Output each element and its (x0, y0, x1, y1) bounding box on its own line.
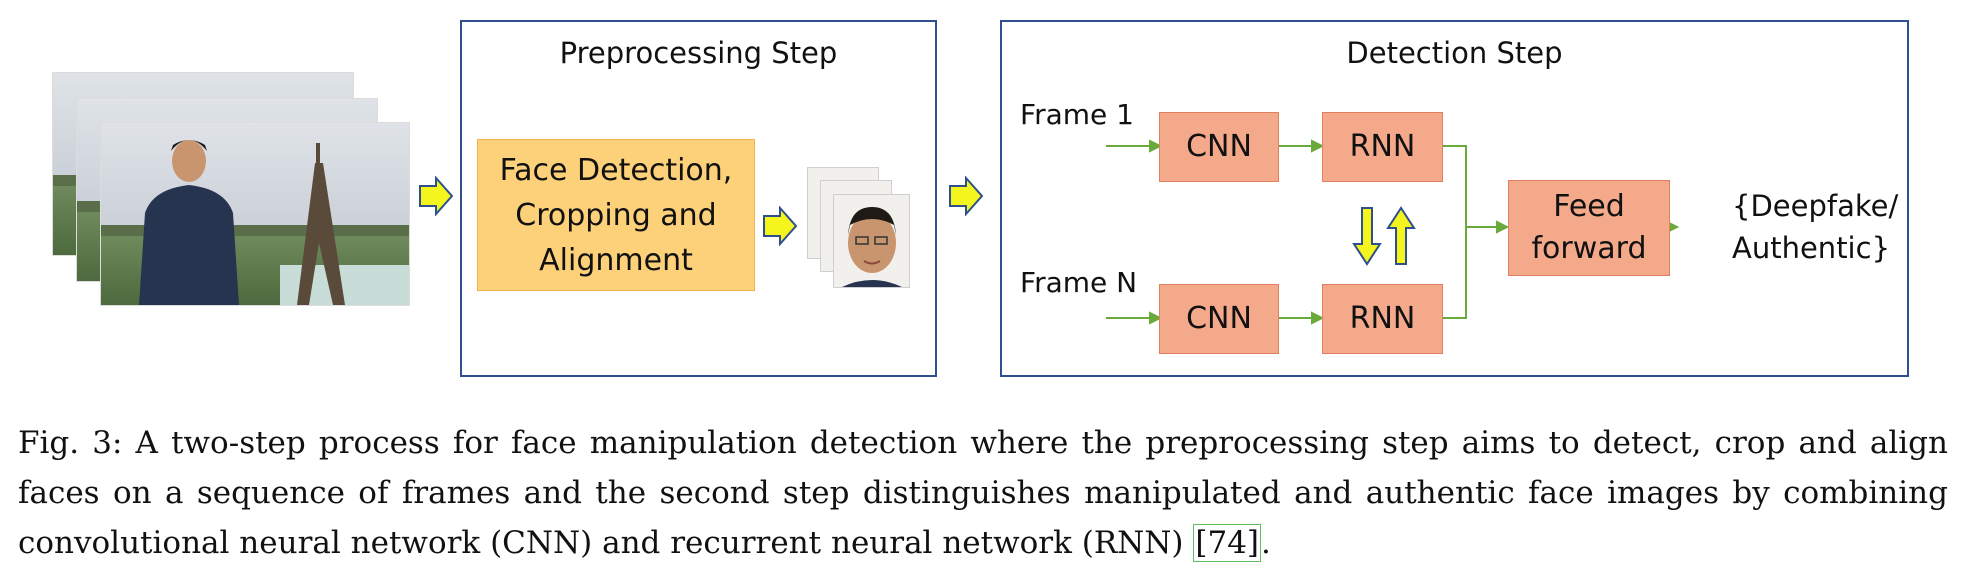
preprocessing-step-title: Preprocessing Step (559, 36, 838, 70)
cnn-box-frame-1: CNN (1159, 112, 1279, 182)
person-icon (139, 140, 239, 305)
cnn-box-frame-n: CNN (1159, 284, 1279, 354)
frame-1-label: Frame 1 (1020, 98, 1134, 131)
yellow-arrow-icon (949, 176, 984, 216)
eiffel-tower-icon (297, 143, 345, 305)
face-detection-process-box: Face Detection, Cropping and Alignment (477, 139, 755, 291)
recurrent-arrows-icon (1352, 206, 1416, 266)
figure-caption: Fig. 3: A two-step process for face mani… (18, 418, 1948, 568)
feed-forward-box: Feed forward (1508, 180, 1670, 276)
preprocessing-step-box: Preprocessing Step Face Detection, Cropp… (460, 20, 937, 377)
caption-end: . (1261, 525, 1271, 561)
yellow-arrow-icon (419, 176, 454, 216)
detection-connectors (1106, 139, 1680, 325)
rnn-box-frame-n: RNN (1322, 284, 1443, 354)
caption-text: Fig. 3: A two-step process for face mani… (18, 425, 1948, 561)
input-frame-photo (100, 122, 410, 306)
yellow-arrow-icon (763, 206, 798, 246)
citation-link[interactable]: [74] (1193, 524, 1262, 562)
face-icon (842, 207, 902, 287)
cropped-face-image (833, 194, 910, 288)
detection-step-title: Detection Step (1346, 36, 1563, 70)
rnn-box-frame-1: RNN (1322, 112, 1443, 182)
output-label: {Deepfake/ Authentic} (1732, 189, 1899, 265)
frame-n-label: Frame N (1020, 266, 1138, 299)
detection-step-box: Detection Step Frame 1 Frame N CNN RNN C… (1000, 20, 1909, 377)
